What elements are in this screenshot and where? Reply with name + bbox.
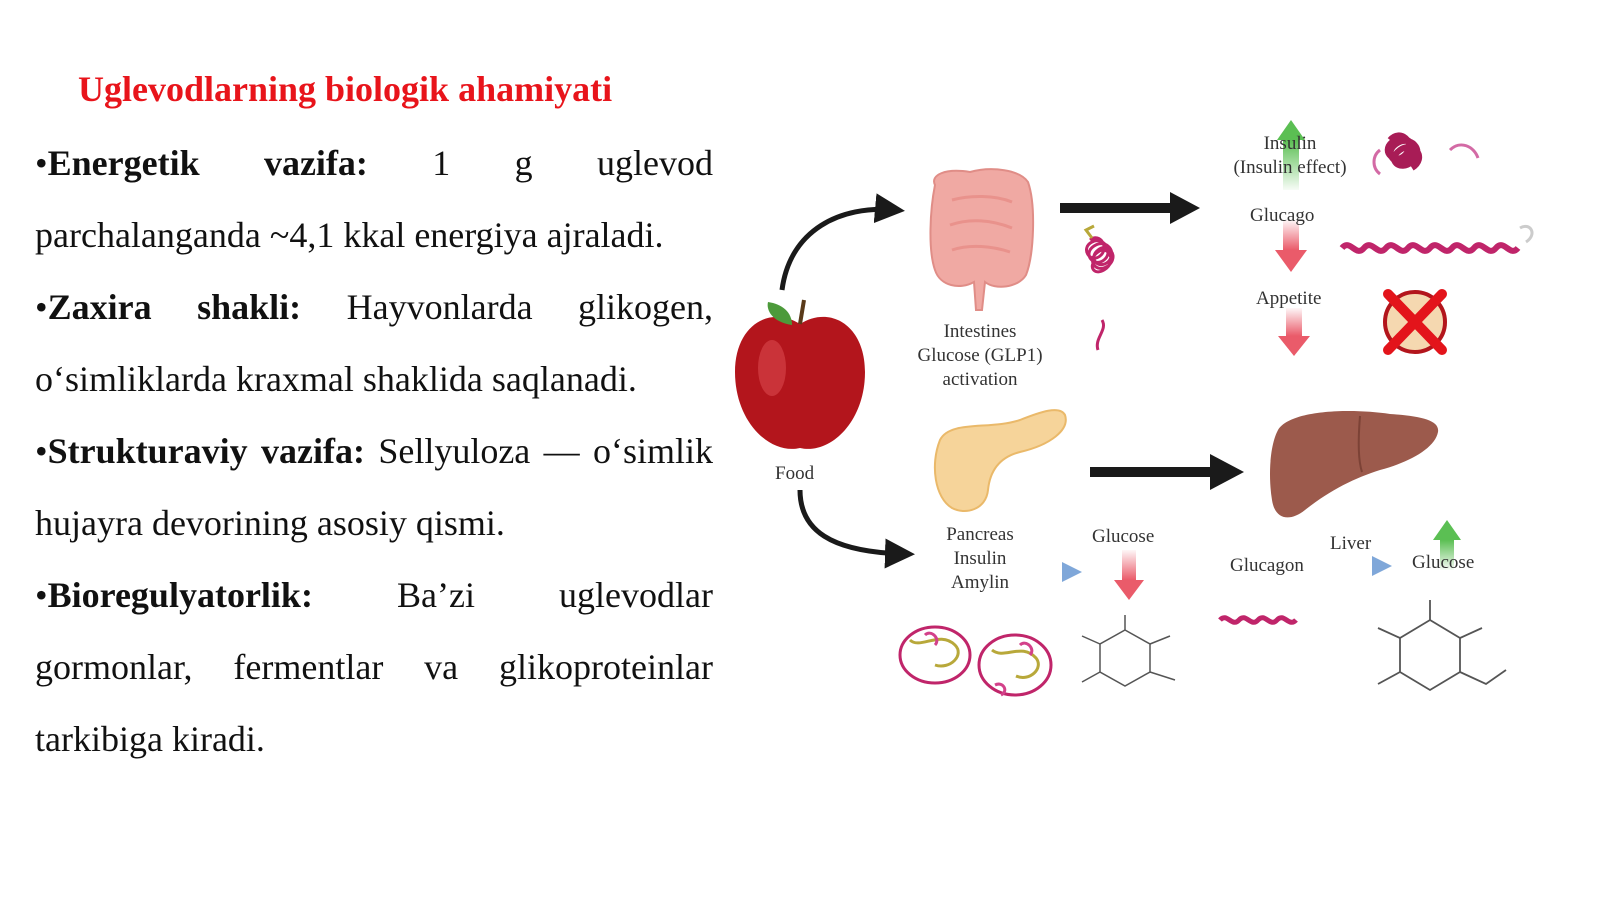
liver-label: Liver	[1330, 533, 1372, 554]
liver-icon	[1270, 411, 1439, 518]
insulin-up-arrowhead	[1277, 120, 1305, 140]
bullet-marker: •	[35, 287, 48, 327]
intestines-label: Intestines Glucose (GLP1) activation	[917, 321, 1043, 390]
glucagon-protein-small-icon	[1218, 615, 1298, 625]
glucose-molecule-small-icon	[1081, 615, 1176, 687]
apple-icon	[735, 299, 865, 449]
insulin-amylin-protein-icon	[898, 625, 1053, 697]
intestines-icon	[929, 168, 1035, 311]
insulin-blue-arrowhead	[1062, 562, 1082, 582]
bullet-storage: •Zaxira shakli: Hayvonlarda glikogen, o‘…	[35, 271, 713, 415]
arrow-head	[1210, 454, 1244, 490]
bullet-text: Sellyuloza — o‘simlik hujayra devorining…	[35, 431, 713, 543]
glucose-label-right: Glucose	[1412, 552, 1475, 573]
glucose-label-mid: Glucose	[1092, 526, 1155, 547]
slide-title: Uglevodlarning biologik ahamiyati	[78, 69, 613, 109]
insulin-label: Insulin (Insulin effect)	[1233, 133, 1347, 178]
appetite-down-arrow	[1286, 308, 1302, 336]
no-appetite-icon	[1383, 289, 1447, 355]
pancreas-icon	[933, 409, 1067, 512]
pancreas-label: Pancreas Insulin Amylin	[946, 524, 1014, 593]
bullet-marker: •	[35, 575, 48, 615]
appetite-label: Appetite	[1256, 288, 1322, 309]
arrow-food-to-pancreas	[797, 489, 915, 569]
insulin-protein-icon	[1372, 132, 1480, 176]
arrow-head	[1170, 192, 1200, 224]
bullet-marker: •	[35, 143, 48, 183]
bullet-text: 1 g uglevod parchalanganda ~4,1 kkal ene…	[35, 143, 714, 255]
bullet-term: Strukturaviy vazifa:	[47, 431, 365, 471]
bullet-text: Ba’zi uglevodlar gormonlar, fermentlar v…	[35, 575, 713, 759]
glucose-up-arrowhead	[1433, 520, 1461, 540]
bullet-structural: •Strukturaviy vazifa: Sellyuloza — o‘sim…	[35, 415, 713, 559]
bullet-text: Hayvonlarda glikogen, o‘simliklarda krax…	[35, 287, 714, 399]
diagram-graphics	[735, 120, 1534, 697]
appetite-down-arrowhead	[1278, 336, 1310, 356]
bullet-energetic: •Energetik vazifa: 1 g uglevod parchalan…	[35, 127, 713, 271]
bullet-list: •Energetik vazifa: 1 g uglevod parchalan…	[35, 127, 713, 775]
bullet-term: Bioregulyatorlik:	[47, 575, 313, 615]
bullet-term: Zaxira shakli:	[47, 287, 302, 327]
food-label: Food	[775, 463, 815, 484]
glucagon-down-arrow	[1283, 220, 1299, 250]
bullet-term: Energetik vazifa:	[47, 143, 368, 183]
glucose-molecule-large-icon	[1377, 600, 1507, 692]
glucagon-protein-icon	[1339, 225, 1534, 254]
glucago-label: Glucago	[1250, 205, 1315, 226]
protein-structure-icon	[1083, 224, 1115, 351]
bullet-bioregulatory: •Bioregulyatorlik: Ba’zi uglevodlar gorm…	[35, 559, 713, 775]
glucose-up-arrow	[1440, 540, 1454, 570]
arrow-food-to-intestines	[779, 193, 905, 291]
glucagon-down-arrowhead	[1275, 250, 1307, 272]
glucose-down-arrow	[1122, 550, 1136, 580]
glucagon-blue-arrowhead	[1372, 556, 1392, 576]
glucose-regulation-diagram: Food Intestines Glucose (GLP1) activatio…	[730, 110, 1590, 730]
insulin-up-arrow	[1283, 140, 1299, 190]
glucagon-label: Glucagon	[1230, 555, 1304, 576]
bullet-marker: •	[35, 431, 48, 471]
glucose-down-arrowhead	[1114, 580, 1144, 600]
